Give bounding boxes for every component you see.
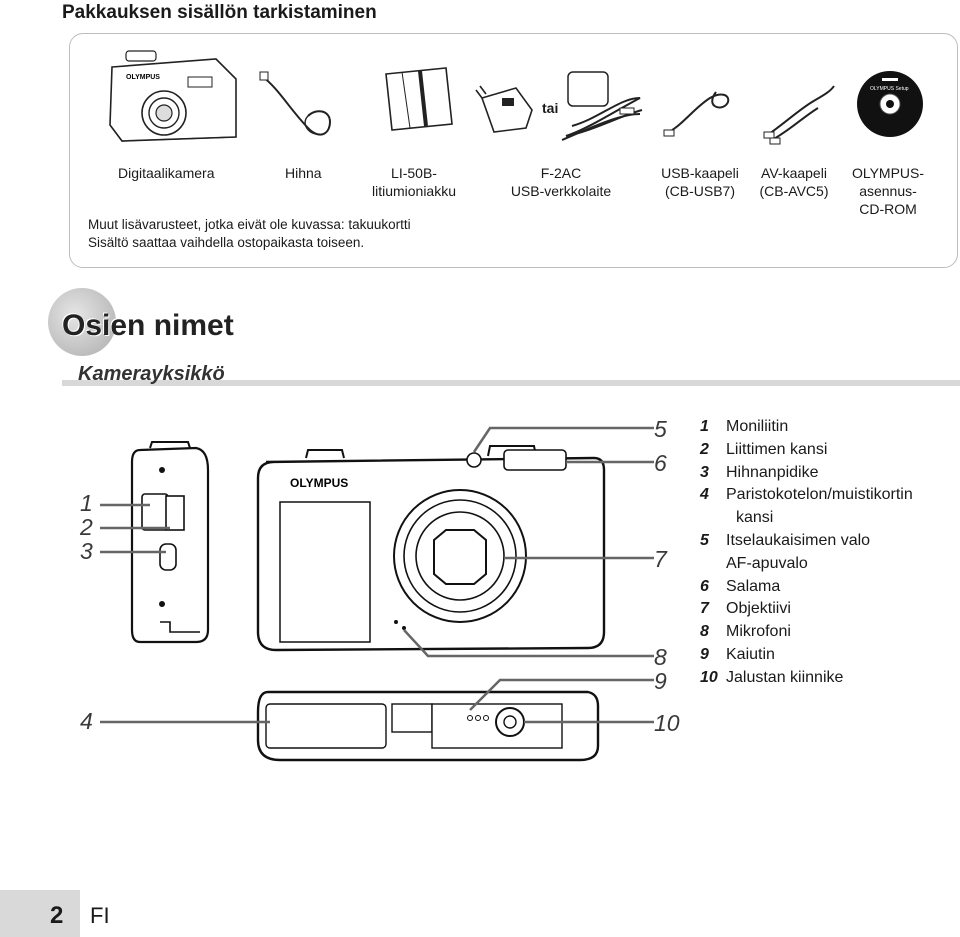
note-contents-vary: Sisältö saattaa vaihdella ostopaikasta t… bbox=[88, 235, 365, 250]
page-title: Pakkauksen sisällön tarkistaminen bbox=[62, 2, 377, 23]
camera-bottom-view bbox=[256, 690, 600, 762]
camera-parts-diagram: OLYMPUS bbox=[100, 426, 654, 762]
usb-cable-icon bbox=[561, 71, 643, 141]
callout-1: 1 bbox=[80, 490, 93, 516]
subsection-title: Kamerayksikkö bbox=[78, 363, 225, 385]
cd-rom-icon: OLYMPUS Setup bbox=[857, 71, 923, 137]
callout-4: 4 bbox=[80, 708, 93, 734]
callout-5: 5 bbox=[654, 416, 667, 442]
camera-icon: OLYMPUS bbox=[109, 50, 237, 142]
page-number: 2 bbox=[50, 902, 64, 929]
item-label-usb-cable: USB-kaapeli(CB-USB7) bbox=[661, 165, 739, 199]
item-label-battery: LI-50B-litiumioniakku bbox=[371, 165, 457, 199]
camera-front-view: OLYMPUS bbox=[256, 445, 606, 652]
item-label-camera: Digitaalikamera bbox=[118, 165, 215, 181]
list-item-continuation: kansi bbox=[736, 509, 774, 527]
section-badge-icon bbox=[48, 288, 116, 356]
callout-7: 7 bbox=[654, 546, 667, 572]
note-accessories: Muut lisävarusteet, jotka eivät ole kuva… bbox=[88, 217, 411, 232]
svg-text:OLYMPUS Setup: OLYMPUS Setup bbox=[870, 86, 909, 92]
callout-6: 6 bbox=[654, 450, 667, 476]
callout-2: 2 bbox=[80, 514, 93, 540]
av-cable-icon-2 bbox=[763, 85, 835, 145]
callout-3: 3 bbox=[80, 538, 93, 564]
svg-text:OLYMPUS: OLYMPUS bbox=[126, 74, 160, 81]
av-cable-icon bbox=[663, 91, 730, 137]
leader-lines bbox=[100, 426, 654, 724]
callout-8: 8 bbox=[654, 644, 667, 670]
item-label-av-cable: AV-kaapeli(CB-AVC5) bbox=[759, 165, 829, 199]
usb-adapter-icon bbox=[475, 85, 533, 133]
or-label: tai bbox=[542, 100, 559, 116]
package-illustrations: OLYMPUS OLYMPUS Setup bbox=[109, 50, 923, 145]
battery-icon bbox=[385, 67, 453, 131]
subsection-rule bbox=[62, 380, 960, 386]
list-item-continuation: AF-apuvalo bbox=[726, 554, 808, 572]
svg-text:OLYMPUS: OLYMPUS bbox=[290, 476, 348, 490]
item-label-strap: Hihna bbox=[285, 165, 322, 181]
item-label-cd-rom: OLYMPUS-asennus-CD-ROM bbox=[851, 165, 925, 217]
strap-icon bbox=[259, 71, 332, 136]
callout-9: 9 bbox=[654, 668, 667, 694]
section-title: Osien nimet bbox=[62, 309, 234, 342]
callout-10: 10 bbox=[654, 710, 680, 736]
footer-bar bbox=[0, 890, 80, 937]
camera-side-view bbox=[130, 441, 210, 644]
language-code: FI bbox=[90, 903, 110, 928]
